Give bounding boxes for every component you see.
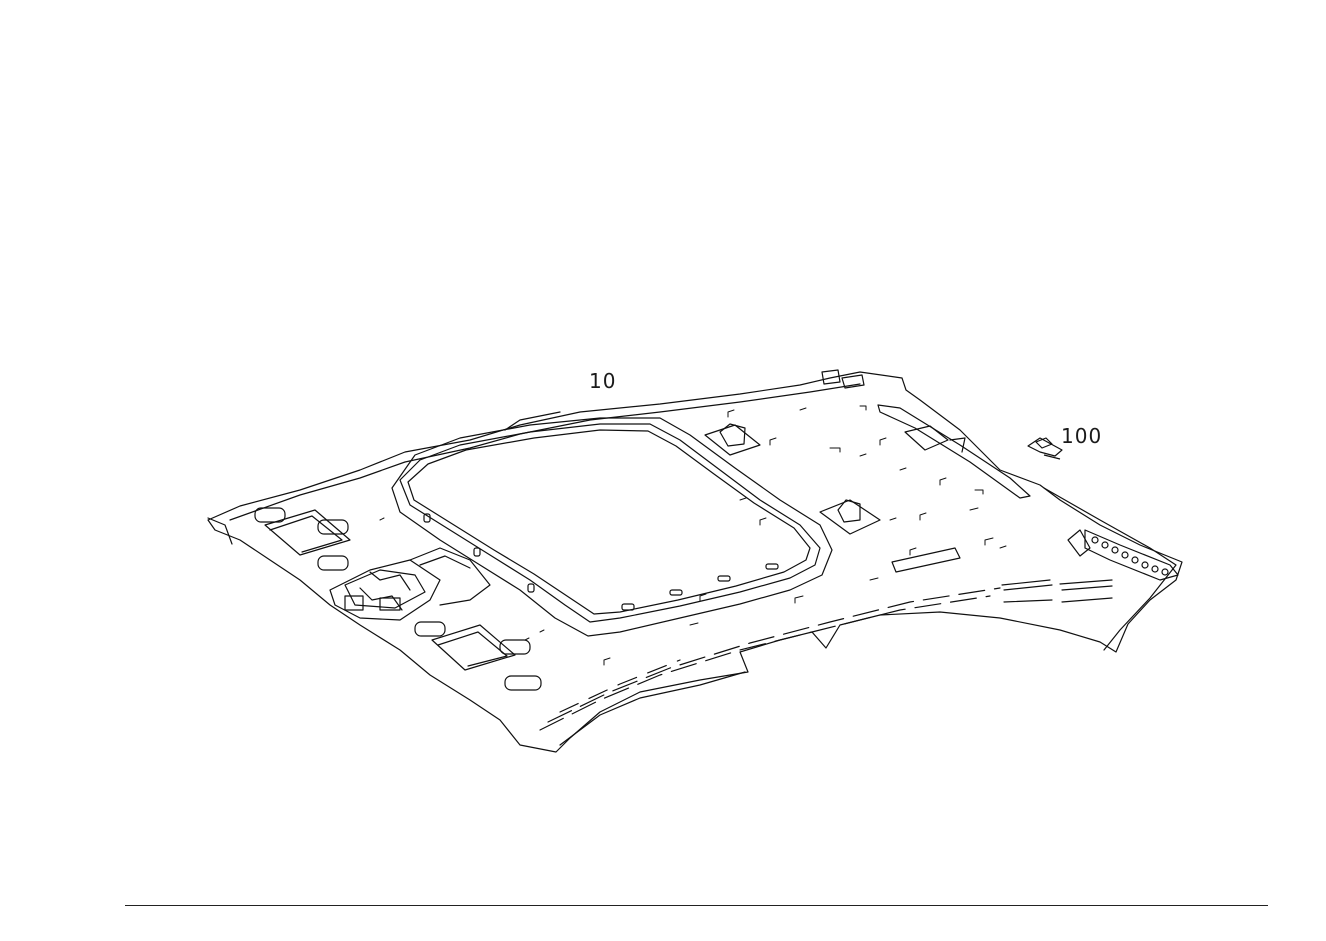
footer-rule (125, 905, 1268, 906)
callout-label-headliner: 10 (589, 369, 617, 393)
centre-bracket-front (704, 423, 761, 456)
clip-part-100 (1027, 437, 1063, 460)
side-rail-strip (877, 404, 1031, 499)
sunroof-opening (399, 423, 821, 623)
sun-visor-pad-right (431, 624, 516, 671)
centre-bracket-rear (819, 499, 881, 535)
overhead-console (329, 547, 491, 621)
callout-label-clip: 100 (1061, 424, 1103, 448)
sun-visor-pad-left (264, 509, 351, 556)
headliner-panel (207, 371, 1183, 753)
rear-vent-foam (1067, 529, 1179, 581)
